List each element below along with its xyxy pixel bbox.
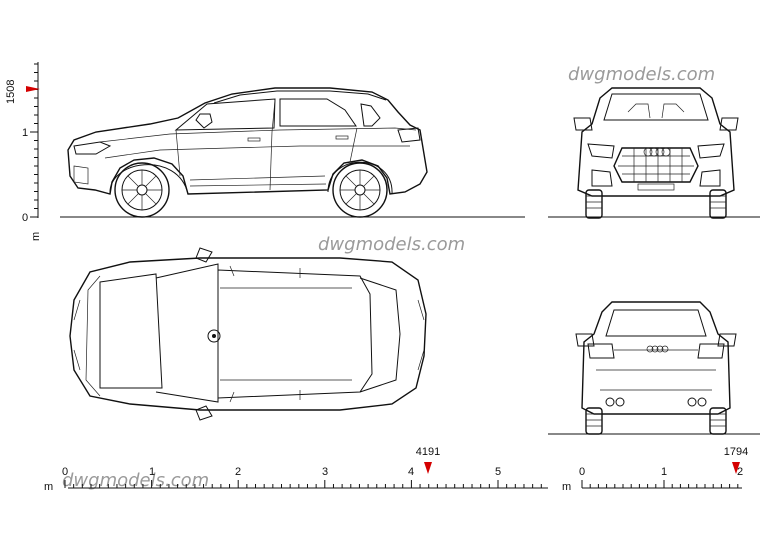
rear-wheel <box>332 162 388 218</box>
length-scale-tick-0: 0 <box>62 466 68 478</box>
vertical-scale-marker <box>26 86 40 92</box>
brand-rings-rear <box>646 345 669 353</box>
width-scale-tick-1: 1 <box>661 466 667 478</box>
brand-rings-front <box>643 147 671 157</box>
length-scale-marker-value: 4191 <box>416 446 440 458</box>
side-view <box>60 87 525 218</box>
length-scale-tick-4: 4 <box>408 466 414 478</box>
length-scale: m 0 1 2 3 4 5 4191 <box>44 446 548 493</box>
front-wheel <box>114 162 170 218</box>
length-scale-tick-1: 1 <box>149 466 155 478</box>
front-grille <box>613 147 699 183</box>
length-scale-marker <box>424 462 432 474</box>
vertical-scale-tick-1: 1 <box>22 127 28 139</box>
vertical-scale-unit: m <box>30 232 42 241</box>
watermark-top-right: dwgmodels.com <box>568 64 715 85</box>
front-view <box>548 87 760 219</box>
length-scale-tick-2: 2 <box>235 466 241 478</box>
width-scale-unit: m <box>562 481 571 493</box>
length-scale-unit: m <box>44 481 53 493</box>
length-scale-tick-3: 3 <box>322 466 328 478</box>
top-view <box>69 247 427 421</box>
width-scale-tick-2: 2 <box>737 466 743 478</box>
watermark-bottom-left: dwgmodels.com <box>62 470 209 491</box>
width-scale-tick-0: 0 <box>579 466 585 478</box>
vertical-scale-marker-value: 1508 <box>5 80 17 104</box>
vertical-scale: 0 1 1508 m <box>5 62 42 241</box>
watermark-center: dwgmodels.com <box>318 234 465 255</box>
width-scale: m 0 1 2 1794 <box>562 446 748 493</box>
length-scale-tick-5: 5 <box>495 466 501 478</box>
vertical-scale-tick-0: 0 <box>22 212 28 224</box>
width-scale-marker <box>732 462 740 474</box>
width-scale-marker-value: 1794 <box>724 446 748 458</box>
rear-view <box>548 301 760 435</box>
